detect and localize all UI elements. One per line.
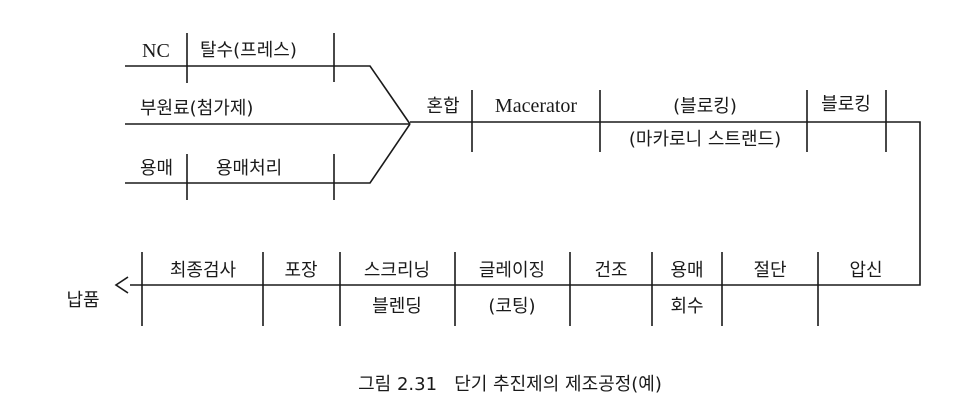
- nc-flow-line: [125, 65, 411, 125]
- label-blending: 블렌딩: [372, 296, 422, 317]
- label-packing: 포장: [284, 260, 317, 281]
- solvent-flow-line: [125, 123, 411, 184]
- main-flow-line: [130, 121, 921, 286]
- label-nc: NC: [142, 40, 170, 62]
- label-blocking-paren: (블로킹): [673, 96, 737, 117]
- label-recovery: 회수: [670, 296, 703, 317]
- label-additives: 부원료(첨가제): [140, 98, 253, 119]
- label-solvent-input: 용매: [140, 158, 173, 179]
- figure-caption: 그림 2.31 단기 추진제의 제조공정(예): [358, 374, 662, 395]
- label-mixing: 혼합: [426, 96, 459, 117]
- label-final-inspection: 최종검사: [170, 260, 237, 281]
- label-extrusion: 압신: [849, 260, 882, 281]
- arrow-left-icon: [114, 276, 129, 294]
- label-macerator: Macerator: [495, 95, 578, 117]
- label-delivery: 납품: [66, 290, 99, 311]
- label-cutting: 절단: [753, 260, 786, 281]
- label-glazing: 글레이징: [479, 260, 545, 281]
- label-drying: 건조: [594, 260, 627, 281]
- label-screening: 스크리닝: [364, 260, 430, 281]
- label-dewatering: 탈수(프레스): [200, 40, 297, 61]
- label-solvent-treatment: 용매처리: [216, 158, 282, 179]
- label-coating: (코팅): [488, 296, 535, 317]
- label-blocking: 블로킹: [821, 94, 871, 115]
- label-macaroni-strand: (마카로니 스트랜드): [629, 129, 781, 150]
- label-solvent: 용매: [670, 260, 703, 281]
